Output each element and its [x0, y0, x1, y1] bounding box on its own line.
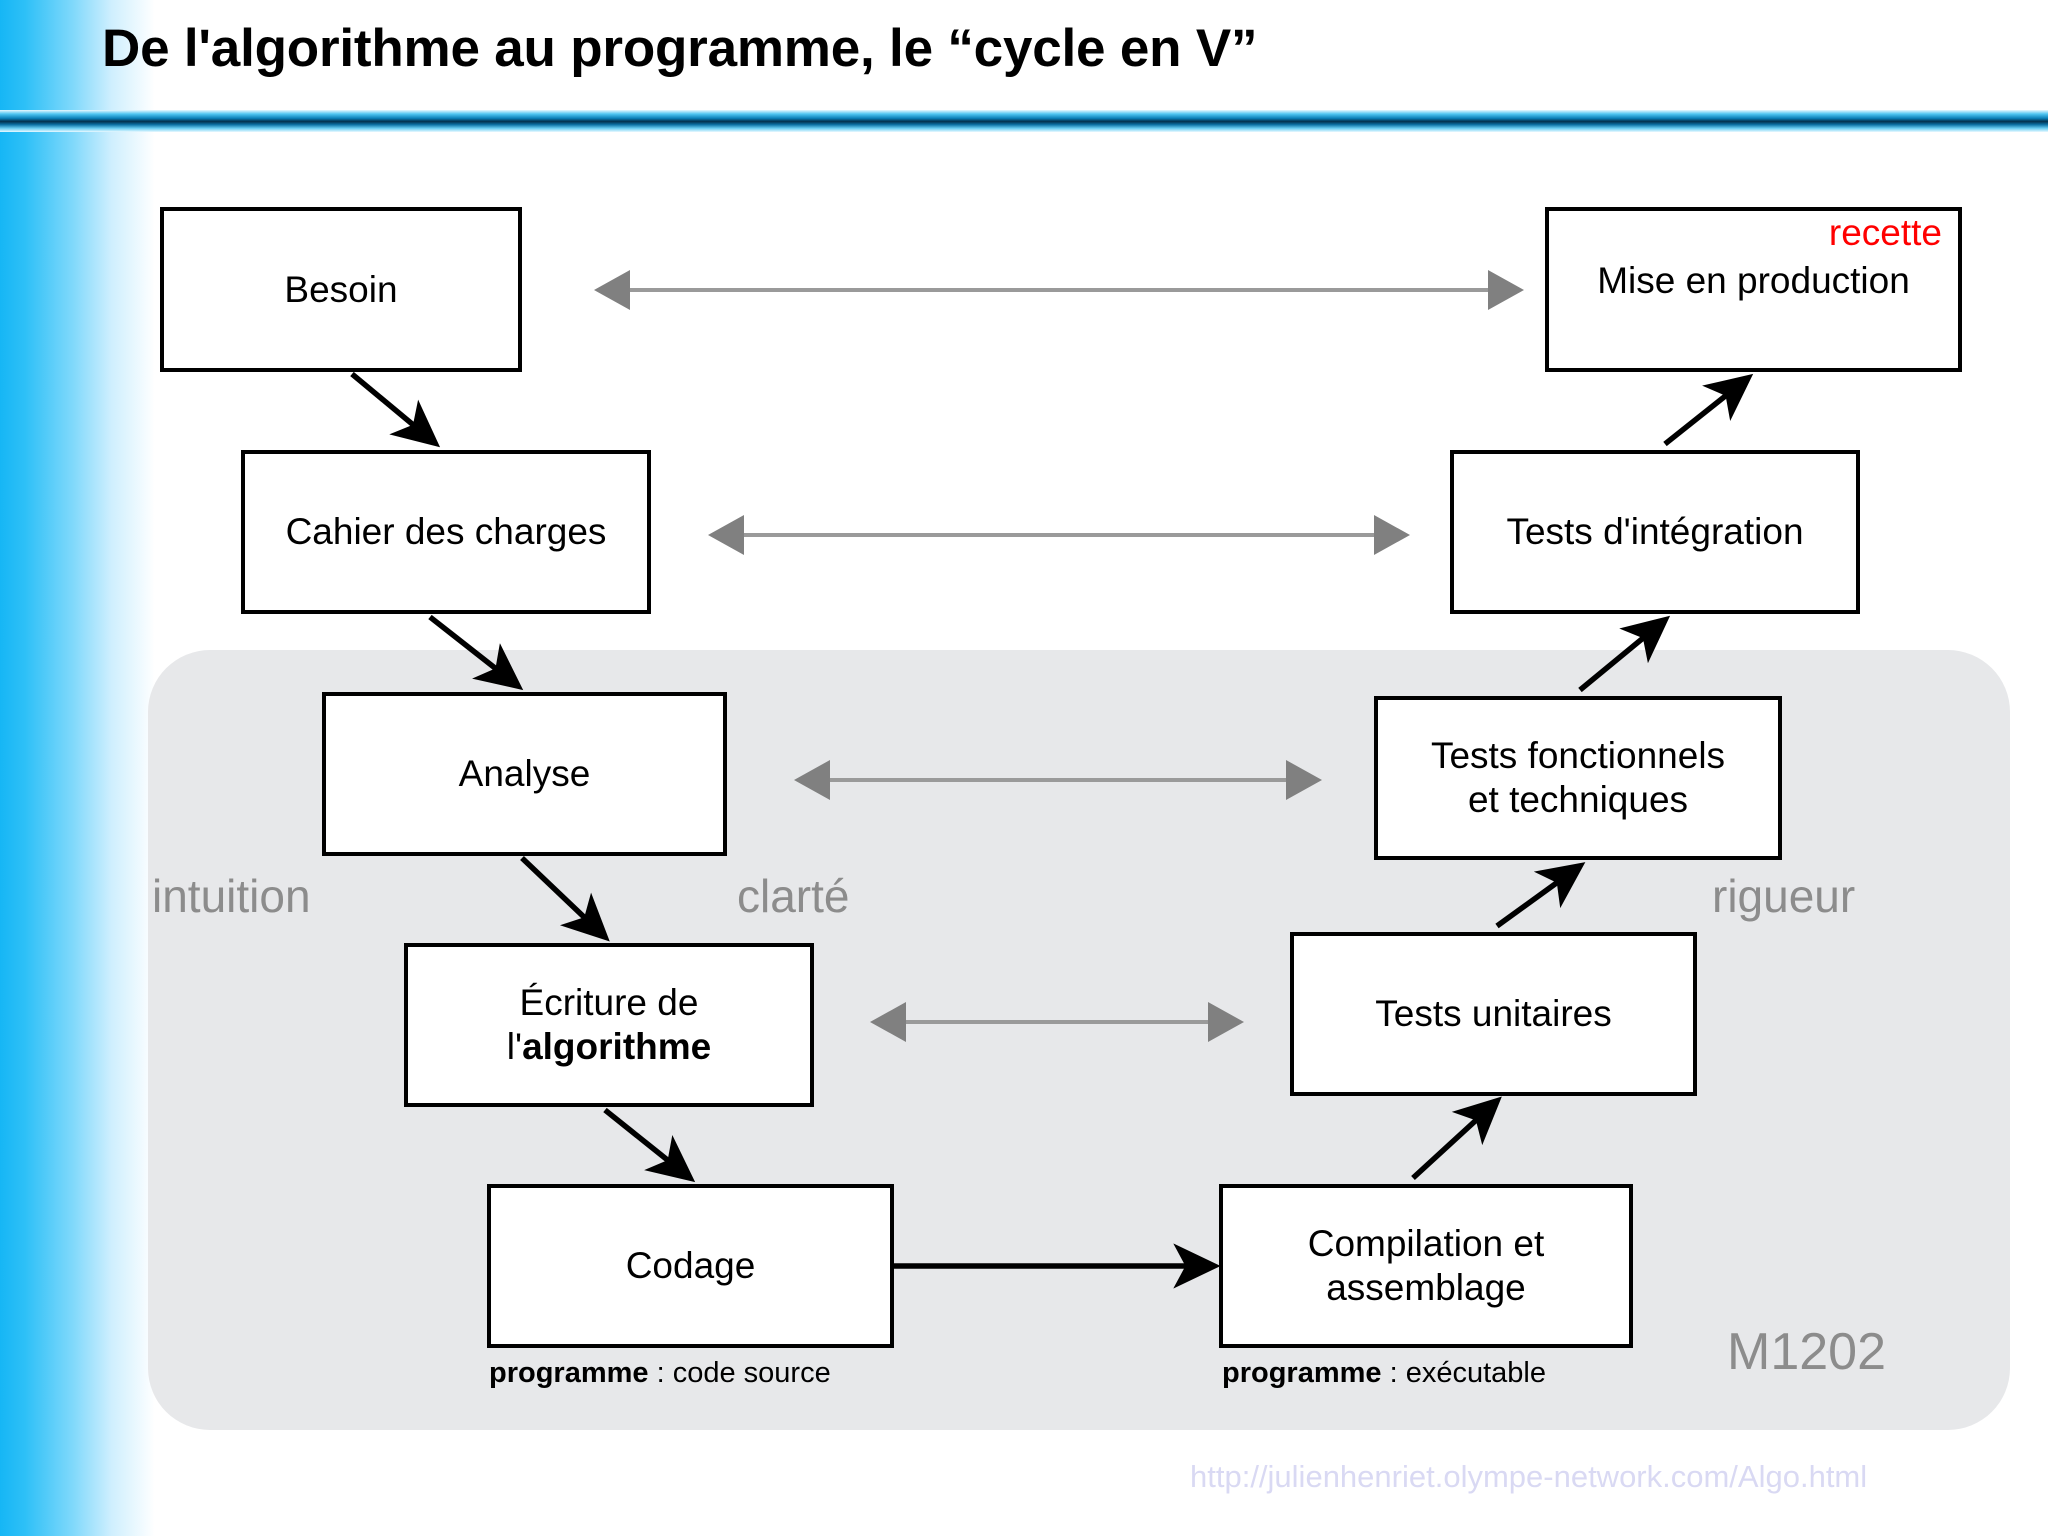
- box-tests-fonctionnels[interactable]: Tests fonctionnels et techniques: [1374, 696, 1782, 860]
- box-compilation-line2: assemblage: [1326, 1267, 1526, 1308]
- box-ecriture-algorithme[interactable]: Écriture de l'algorithme: [404, 943, 814, 1107]
- box-compilation-label: Compilation et assemblage: [1223, 1222, 1629, 1309]
- zone-word-clarte: clarté: [737, 870, 850, 922]
- box-codage[interactable]: Codage: [487, 1184, 894, 1348]
- box-codage-label: Codage: [625, 1245, 756, 1287]
- box-mise-label: Mise en production: [1597, 260, 1910, 301]
- flow-integration-to-mise: [1663, 373, 1754, 447]
- box-integration-label: Tests d'intégration: [1506, 511, 1804, 553]
- box-ecriture-line1: Écriture de: [519, 982, 699, 1024]
- box-besoin-label: Besoin: [284, 268, 398, 310]
- box-mise-en-production[interactable]: recette Mise en production: [1545, 207, 1962, 372]
- box-fonctionnels-label: Tests fonctionnels et techniques: [1378, 734, 1778, 821]
- box-compilation-line1: Compilation et: [1307, 1223, 1545, 1265]
- caption-executable-rest: : exécutable: [1381, 1357, 1546, 1389]
- caption-code-source-rest: : code source: [648, 1357, 831, 1389]
- title-bar: De l'algorithme au programme, le “cycle …: [0, 0, 2048, 125]
- box-fonctionnels-line2: et techniques: [1467, 779, 1689, 820]
- box-ecriture-line2-bold: algorithme: [522, 1026, 712, 1067]
- box-compilation-assemblage[interactable]: Compilation et assemblage: [1219, 1184, 1633, 1348]
- caption-code-source: programme : code source: [489, 1357, 831, 1390]
- box-unitaires-label: Tests unitaires: [1375, 993, 1612, 1035]
- box-ecriture-label: Écriture de l'algorithme: [408, 981, 810, 1068]
- box-fonctionnels-line1: Tests fonctionnels: [1430, 735, 1726, 777]
- box-besoin[interactable]: Besoin: [160, 207, 522, 372]
- caption-code-source-bold: programme: [489, 1357, 649, 1389]
- course-code-label: M1202: [1727, 1323, 1886, 1381]
- box-ecriture-line2-prefix: l': [506, 1026, 523, 1067]
- box-cahier-des-charges[interactable]: Cahier des charges: [241, 450, 651, 614]
- box-tests-integration[interactable]: Tests d'intégration: [1450, 450, 1860, 614]
- page-title: De l'algorithme au programme, le “cycle …: [102, 19, 1258, 78]
- title-divider-rule: [0, 110, 2048, 132]
- box-cahier-label: Cahier des charges: [285, 511, 607, 553]
- flow-besoin-to-cahier: [350, 371, 441, 448]
- caption-executable: programme : exécutable: [1222, 1357, 1546, 1390]
- box-tests-unitaires[interactable]: Tests unitaires: [1290, 932, 1697, 1096]
- caption-executable-bold: programme: [1222, 1357, 1382, 1389]
- box-analyse[interactable]: Analyse: [322, 692, 727, 856]
- zone-word-intuition: intuition: [152, 870, 311, 922]
- box-analyse-label: Analyse: [458, 753, 591, 795]
- source-url[interactable]: http://julienhenriet.olympe-network.com/…: [1190, 1459, 1868, 1494]
- zone-word-rigueur: rigueur: [1712, 870, 1856, 922]
- status-badge-recette: recette: [1828, 212, 1942, 253]
